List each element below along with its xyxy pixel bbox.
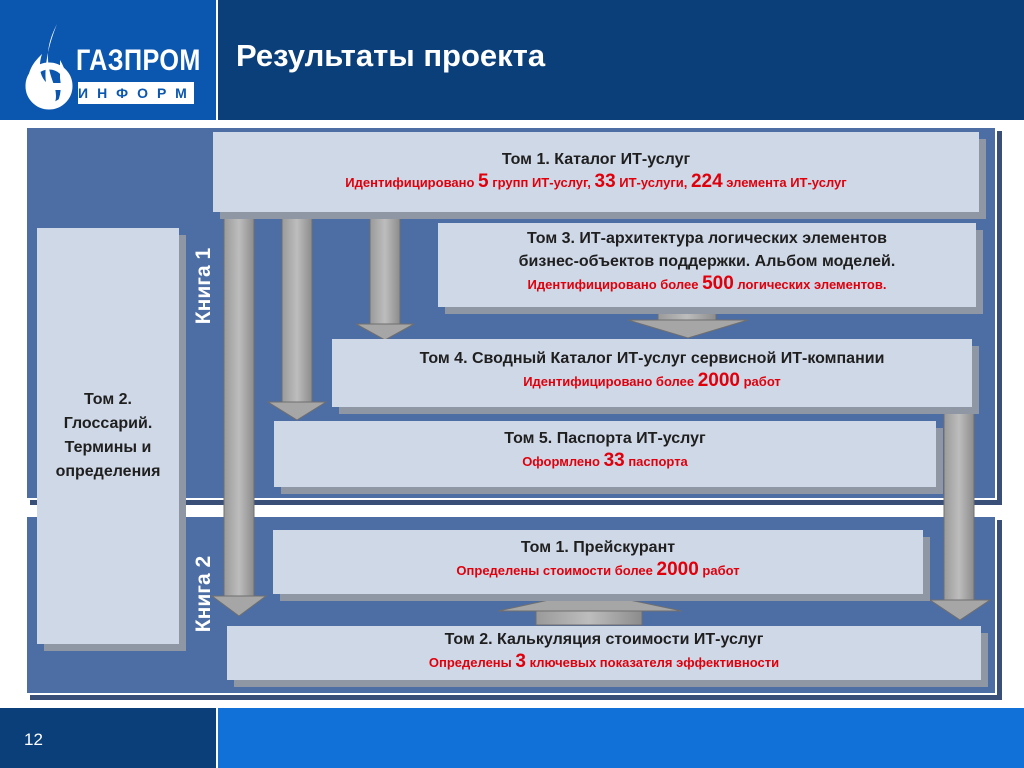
gazprom-flame-icon <box>25 24 73 110</box>
book2-tom2-title: Том 2. Калькуляция стоимости ИТ-услуг <box>444 631 764 648</box>
footer-right <box>218 708 1024 768</box>
box-tom1-katalog: Том 1. Каталог ИТ-услуг Идентифицировано… <box>213 132 979 212</box>
book2-tom1-title: Том 1. Прейскурант <box>520 539 676 556</box>
book2-tom2-detail: Определены 3 ключевых показателя эффекти… <box>428 651 780 672</box>
tom5-detail: Оформлено 33 паспорта <box>522 450 688 471</box>
box-tom3-arkhitektura: Том 3. ИТ-архитектура логических элемент… <box>438 223 976 307</box>
header-bar <box>218 0 1024 120</box>
box-tom5-pasporta: Том 5. Паспорта ИТ-услуг Оформлено 33 па… <box>274 421 936 487</box>
box-book2-tom1-preyskurant: Том 1. Прейскурант Определены стоимости … <box>273 530 923 594</box>
tom3-line1: Том 3. ИТ-архитектура логических элемент… <box>527 230 887 247</box>
page-number: 12 <box>24 730 43 749</box>
arrow-tom1-to-tom4 <box>355 211 415 341</box>
tom1-title: Том 1. Каталог ИТ-услуг <box>501 151 691 168</box>
box-tom2-glossariy: Том 2. Глоссарий. Термины и определения <box>37 228 179 644</box>
tom3-line2: бизнес-объектов поддержки. Альбом моделе… <box>518 253 896 270</box>
logo-wordmark: ГАЗПРОМ <box>76 44 201 77</box>
tom5-title: Том 5. Паспорта ИТ-услуг <box>504 430 706 447</box>
arrow-kalkulyatsiya-to-preyskurant <box>497 597 683 626</box>
footer-left <box>0 708 216 768</box>
tom1-detail: Идентифицировано 5 групп ИТ-услуг, 33 ИТ… <box>345 171 847 192</box>
tom3-detail: Идентифицировано более 500 логических эл… <box>527 273 887 294</box>
logo-subtitle: ИНФОРМ <box>78 82 194 104</box>
arrow-tom4-to-kalkulyatsiya <box>928 407 992 621</box>
box-book2-tom2-kalkulyatsiya: Том 2. Калькуляция стоимости ИТ-услуг Оп… <box>227 626 981 680</box>
box-tom4-svodnyy-katalog: Том 4. Сводный Каталог ИТ-услуг сервисно… <box>332 339 972 407</box>
tom4-title: Том 4. Сводный Каталог ИТ-услуг сервисно… <box>419 350 885 367</box>
arrow-tom3-to-tom4 <box>627 305 749 339</box>
tom2-title: Том 2. Глоссарий. Термины и определения <box>55 391 161 480</box>
book2-tom1-detail: Определены стоимости более 2000 работ <box>456 559 740 580</box>
page-title: Результаты проекта <box>236 38 546 73</box>
logo-area: ГАЗПРОМ ИНФОРМ <box>0 0 216 120</box>
tom4-detail: Идентифицировано более 2000 работ <box>523 370 781 391</box>
arrow-tom1-to-tom5 <box>266 211 328 421</box>
arrow-tom1-to-kalkulyatsiya <box>210 211 268 617</box>
